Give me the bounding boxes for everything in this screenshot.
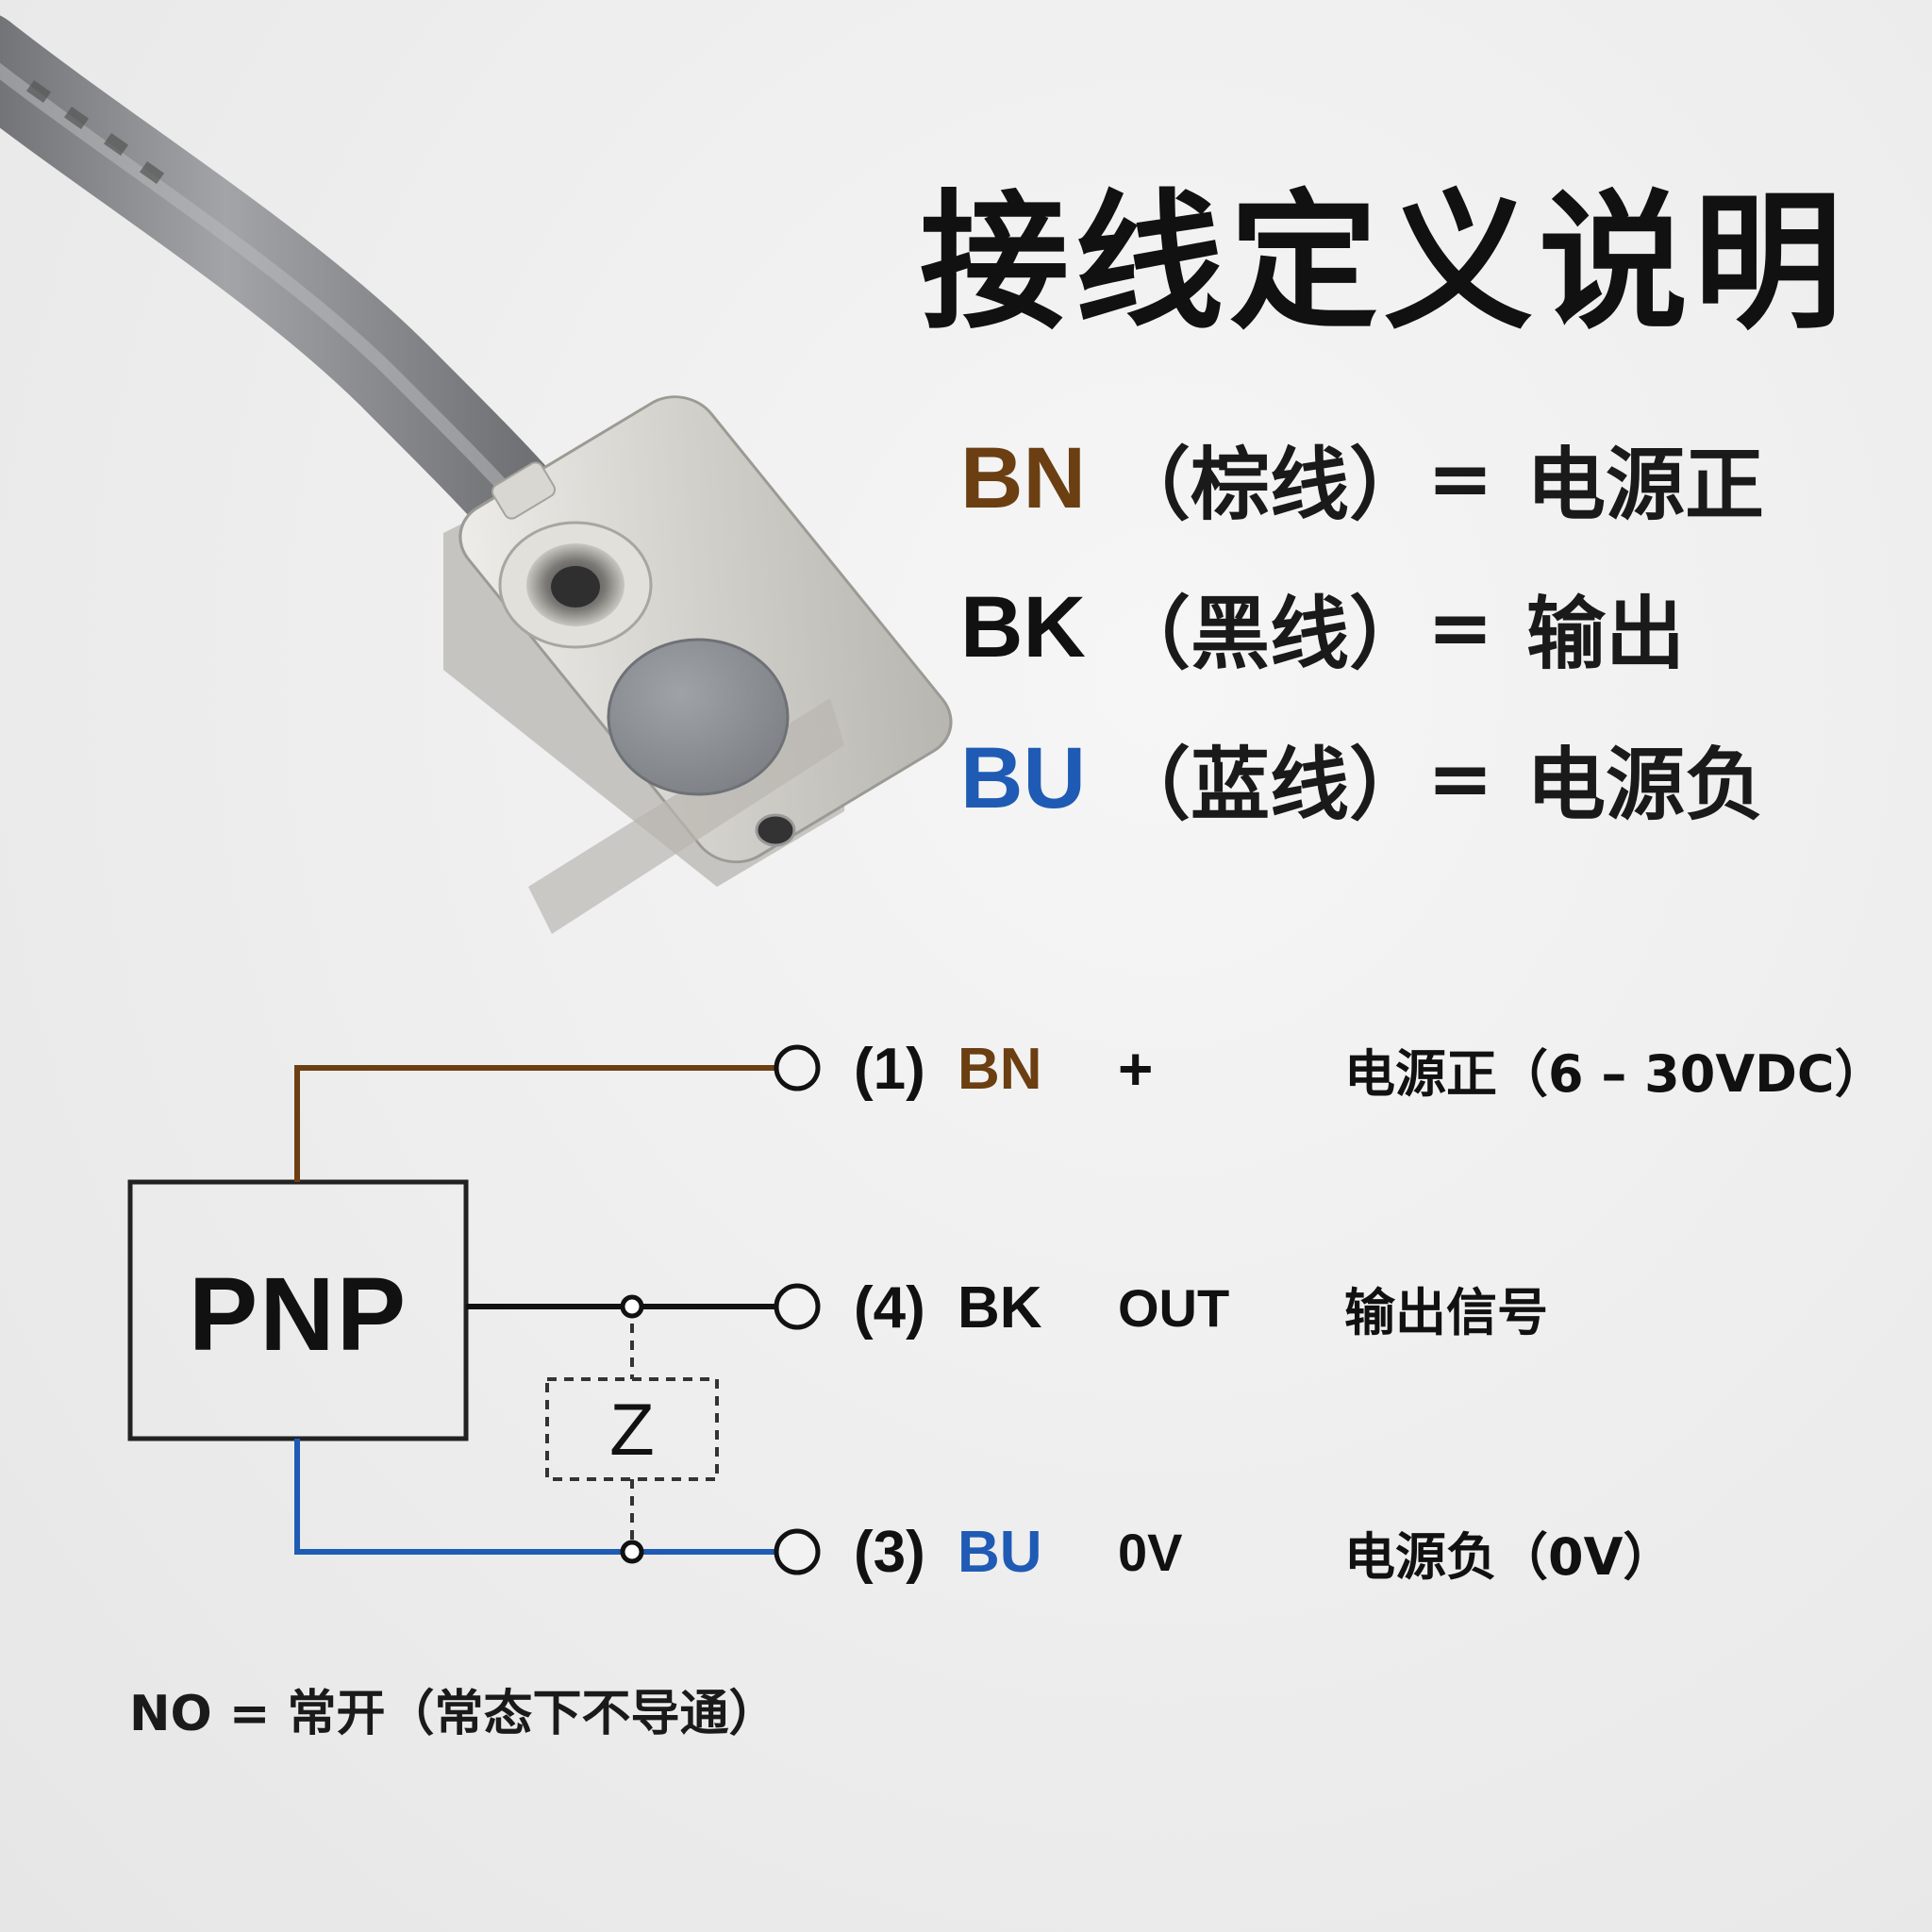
pin-description: 电源正（6 – 30VDC）	[1344, 1043, 1886, 1104]
pin-code: BK	[958, 1274, 1042, 1341]
junction-dot	[620, 1540, 644, 1564]
pin-description: 电源负（0V）	[1344, 1526, 1674, 1587]
load-z-label: Z	[609, 1388, 655, 1471]
pin-row-bu: (3) BU 0V 电源负（0V）	[854, 1509, 1674, 1594]
terminal-bk	[774, 1283, 821, 1330]
sensor-cable	[0, 15, 569, 555]
wire-color-name: （黑线）	[1111, 587, 1429, 680]
pin-symbol: 0V	[1118, 1522, 1183, 1582]
wire-code: BU	[960, 729, 1086, 826]
pin-description: 输出信号	[1344, 1282, 1548, 1342]
pin-code: BU	[958, 1519, 1042, 1585]
equals-sign: =	[1426, 432, 1494, 525]
load-z-box	[545, 1377, 719, 1481]
definition-row-bn: BN （棕线） = 电源正	[960, 426, 1764, 531]
equals-sign: =	[1426, 732, 1494, 824]
wire-color-name: （棕线）	[1111, 438, 1429, 531]
pin-number: (3)	[854, 1519, 925, 1585]
pin-symbol: +	[1118, 1035, 1154, 1103]
pnp-box-label: PNP	[188, 1257, 408, 1373]
wiring-diagram	[127, 1044, 821, 1575]
terminal-bu	[774, 1528, 821, 1575]
pin-row-bk: (4) BK OUT 输出信号	[854, 1265, 1548, 1350]
definition-row-bk: BK （黑线） = 输出	[960, 575, 1685, 680]
pin-code: BN	[958, 1036, 1042, 1102]
wire-code: BK	[960, 578, 1086, 675]
bn-wire	[294, 1065, 797, 1182]
pin-number: (1)	[854, 1036, 925, 1102]
pin-number: (4)	[854, 1274, 925, 1341]
pin-row-bn: (1) BN + 电源正（6 – 30VDC）	[854, 1026, 1886, 1111]
footnote: NO = 常开（常态下不导通）	[129, 1686, 778, 1742]
pin-symbol: OUT	[1118, 1277, 1230, 1338]
equals-sign: =	[1426, 581, 1494, 674]
terminal-bn	[774, 1044, 821, 1091]
sensor-body	[443, 395, 953, 934]
wire-meaning: 电源负	[1526, 738, 1765, 831]
page-title: 接线定义说明	[920, 176, 1848, 350]
junction-dot	[620, 1294, 644, 1319]
wire-code: BN	[960, 429, 1086, 526]
wire-meaning: 电源正	[1526, 438, 1765, 531]
wire-meaning: 输出	[1526, 587, 1686, 680]
definition-row-bu: BU （蓝线） = 电源负	[960, 726, 1764, 831]
wire-color-name: （蓝线）	[1111, 738, 1429, 831]
